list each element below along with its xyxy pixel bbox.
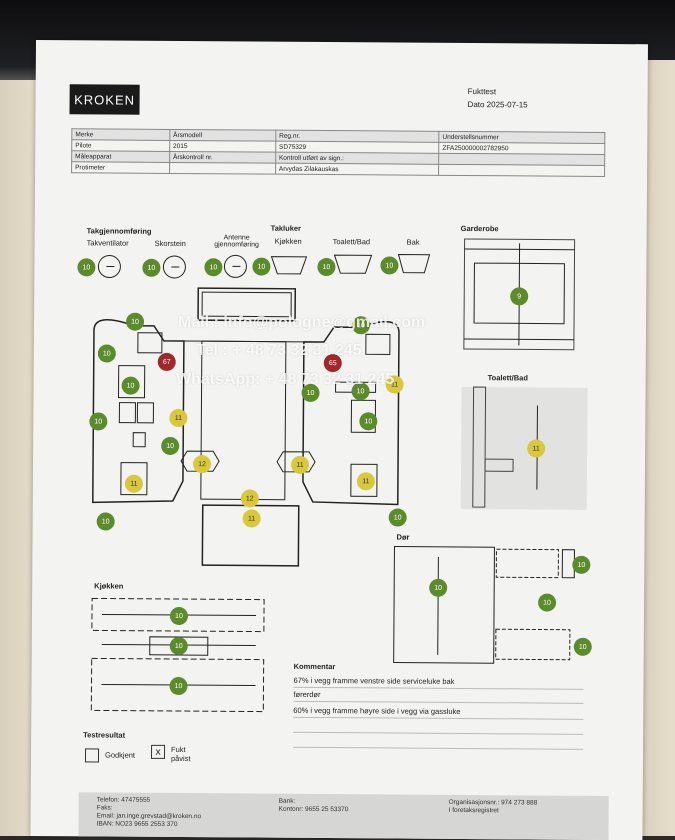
reading-kjokken-c: 10: [169, 677, 187, 695]
plan-reading-11: 11: [243, 509, 261, 527]
godkjent-label: Godkjent: [105, 750, 135, 759]
plan-reading-13: 11: [291, 456, 309, 474]
godkjent-checkbox: [85, 748, 99, 762]
plan-reading-20: 10: [359, 412, 377, 430]
reading-dor-a: 10: [572, 556, 590, 574]
reading-garderobe: 9: [510, 287, 528, 305]
comment-line-2: førerdør: [293, 690, 320, 699]
plan-reading-21: 10: [389, 508, 407, 526]
plan-reading-4: 67: [158, 353, 176, 371]
footer-email: Email: jan.inge.grevstad@kroken.no: [97, 812, 202, 820]
footer-telefon: Telefon: 47475555: [97, 796, 151, 803]
plan-reading-5: 10: [89, 412, 107, 430]
plan-reading-8: 10: [97, 512, 115, 530]
plan-reading-1: 10: [126, 313, 144, 331]
kjokken-heading: Kjøkken: [94, 581, 123, 590]
form-sheet: KROKEN Fukttest Dato 2025-07-15 Merke År…: [30, 40, 648, 840]
reading-kjokken-b: 10: [170, 637, 188, 655]
footer-foretak: I foretaksregistret: [449, 807, 499, 814]
reading-dor-b: 10: [538, 594, 556, 612]
footer-bank: Bank:: [279, 798, 296, 805]
fukt-checkbox: X: [151, 745, 165, 759]
watermark-tel: Tel : + 48 73 32 31 245: [196, 342, 362, 360]
reading-dor-main: 10: [429, 579, 447, 597]
footer-iban: IBAN: NO23 9655 2553 370: [97, 820, 178, 828]
plan-reading-9: 12: [193, 455, 211, 473]
watermark-mail: Mail : info@pologne@gmail.com: [178, 314, 425, 332]
plan-reading-7: 11: [169, 409, 187, 427]
testresultat-heading: Testresultat: [83, 730, 125, 739]
footer-faks: Faks:: [97, 804, 113, 811]
footer-bar: Telefon: 47475555 Faks: Email: jan.inge.…: [78, 792, 608, 840]
watermark-whatsapp: WhatsApp: + 48 73 32 31 245: [176, 371, 394, 389]
plan-reading-6: 10: [161, 437, 179, 455]
dor-heading: Dør: [397, 533, 410, 542]
fukt-label: Fukt påvist: [171, 745, 205, 763]
footer-kontonr: Kontonr: 9655 25 53370: [279, 806, 349, 813]
plan-reading-10: 11: [125, 475, 143, 493]
reading-toalett-bad: 11: [527, 439, 545, 457]
comment-line-1: 67% i vegg framme venstre side servicelu…: [294, 676, 455, 686]
reading-kjokken-a: 10: [170, 607, 188, 625]
reading-dor-c: 10: [574, 638, 592, 656]
floor-plan-drawing: [30, 40, 648, 840]
plan-reading-2: 10: [98, 344, 116, 362]
comment-line-3: 60% i vegg framme høyre side i vegg via …: [293, 706, 460, 716]
kommentar-heading: Kommentar: [294, 662, 336, 671]
toalett-bad-heading: Toalett/Bad: [488, 373, 528, 382]
garderobe-heading: Garderobe: [461, 224, 499, 233]
plan-reading-3: 10: [122, 377, 140, 395]
footer-orgnr: Organisasjonsnr.: 974 273 888: [449, 799, 538, 807]
plan-reading-14: 11: [357, 472, 375, 490]
plan-reading-12: 12: [241, 489, 259, 507]
